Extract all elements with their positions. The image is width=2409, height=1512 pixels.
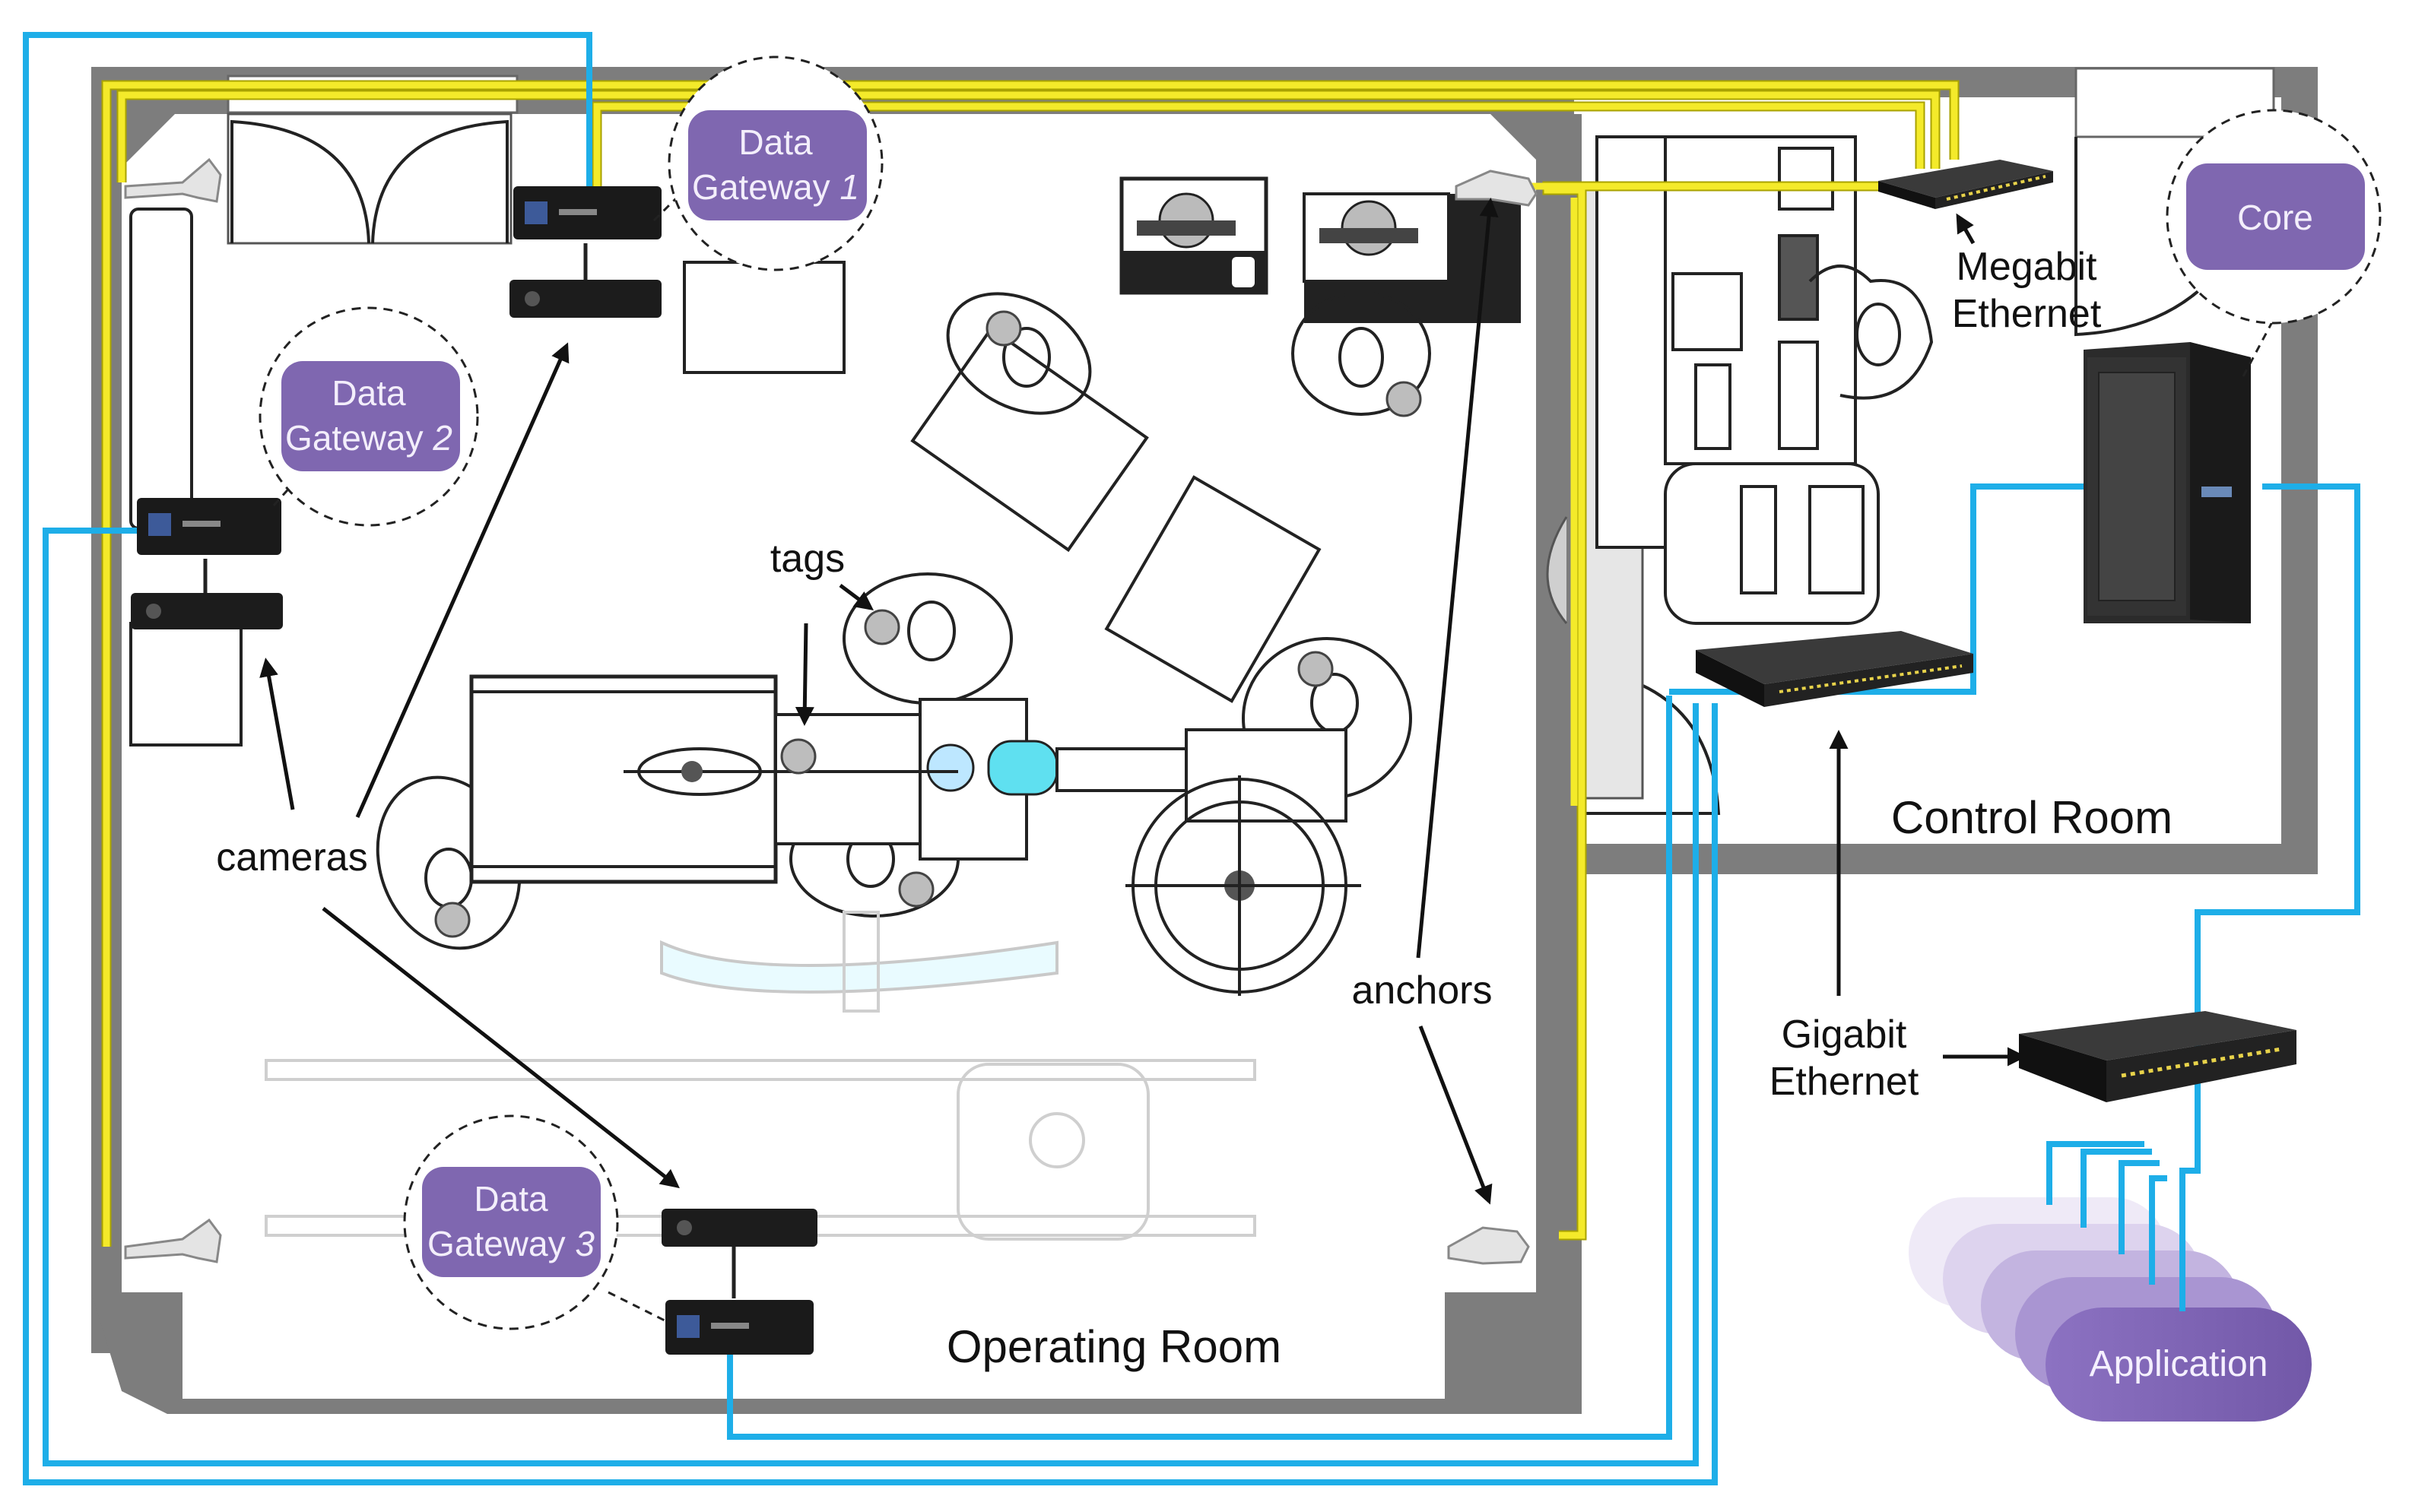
arrow-cameras-1 — [259, 658, 295, 810]
label-megabit-1: Megabit — [1957, 245, 2098, 289]
anchor-top-right — [1455, 170, 1538, 207]
doors — [227, 113, 2275, 815]
gateway-3-callout: Data Gateway 3 — [403, 1114, 670, 1330]
monitor-g — [1808, 485, 1865, 594]
gateway-2-callout: Data Gateway 2 — [259, 306, 479, 527]
label-gigabit-2: Ethernet — [1769, 1060, 1919, 1104]
door-top-swing-left — [230, 119, 370, 244]
gateway-1-line2: Gateway 1 — [692, 167, 859, 207]
app-fan-lines — [2046, 1141, 2185, 1311]
label-anchors: anchors — [1352, 968, 1493, 1013]
monitor-e — [1778, 341, 1819, 450]
switch-gigabit-app — [2019, 1011, 2296, 1102]
side-table-top — [683, 261, 846, 374]
annotation-arrows — [259, 198, 2027, 1205]
tag-5 — [1297, 651, 1334, 687]
gigabit-cables — [23, 32, 2360, 1485]
label-operating-room: Operating Room — [947, 1321, 1281, 1372]
anchors — [124, 157, 1538, 1265]
monitor-a — [1778, 147, 1834, 211]
monitor-f — [1740, 485, 1777, 594]
core-callout: Core — [2166, 109, 2382, 377]
anesthesia-machine-1 — [1119, 176, 1268, 295]
tray-table-2 — [1104, 475, 1322, 703]
anchor-bottom-left — [124, 1218, 222, 1263]
gateway-pc-3 — [665, 1300, 814, 1355]
gateway-3-line2: Gateway 3 — [427, 1224, 595, 1263]
label-gigabit-1: Gigabit — [1782, 1013, 1907, 1057]
arrow-tags-1 — [795, 623, 814, 726]
camera-2 — [131, 559, 283, 629]
anesthesiologist — [1291, 291, 1431, 416]
arrow-anchors-2 — [1418, 1025, 1493, 1205]
labels: tags cameras anchors Megabit Ethernet Gi… — [216, 245, 2173, 1372]
wall-or-right — [1536, 114, 1582, 867]
tag-2 — [1385, 381, 1422, 417]
application-stack: Application — [1909, 1141, 2312, 1422]
control-pillar — [1546, 516, 1568, 624]
anchor-bottom-right — [1447, 1226, 1530, 1265]
wall-corner-tr — [1490, 114, 1536, 160]
wall-corner-bl — [122, 1292, 182, 1399]
monitor-b — [1778, 234, 1819, 321]
core-server — [2084, 342, 2251, 623]
arrow-megabit — [1956, 213, 1976, 245]
staff-top-left — [946, 292, 1092, 415]
operating-table — [469, 674, 1028, 884]
gateway-pc-2 — [137, 498, 281, 555]
door-top-left-panel — [227, 113, 513, 245]
camera-1 — [509, 243, 662, 318]
label-cameras: cameras — [216, 835, 367, 880]
tag-7 — [434, 902, 471, 938]
tag-1 — [986, 310, 1022, 347]
tags — [434, 310, 1422, 938]
arrow-cameras-2 — [355, 342, 570, 819]
tag-3 — [864, 609, 900, 645]
left-cart — [129, 622, 243, 746]
anchor-top-left — [124, 157, 222, 203]
camera-3 — [662, 1209, 817, 1298]
wall-corner-tl — [122, 114, 175, 167]
c-arm — [987, 728, 1361, 996]
core-label: Core — [2237, 198, 2313, 237]
gateway-3-line1: Data — [474, 1179, 548, 1219]
wall-control-bottom — [1582, 844, 2318, 874]
tray-table — [910, 326, 1149, 553]
monitor-d — [1694, 363, 1731, 450]
left-cabinet — [129, 208, 193, 530]
control-room-equipment — [1546, 135, 1934, 800]
gateway-2-line2: Gateway 2 — [285, 418, 452, 458]
megabit-cables — [101, 80, 1960, 1247]
label-megabit-2: Ethernet — [1952, 292, 2102, 336]
monitor-c — [1671, 272, 1743, 351]
anesthesia-machine-2 — [1303, 192, 1521, 323]
label-control-room: Control Room — [1891, 792, 2173, 843]
arrow-anchors-1 — [1416, 198, 1499, 959]
application-bubble — [2046, 1308, 2312, 1422]
gateway-2-line1: Data — [332, 373, 406, 413]
gateway-1-callout: Data Gateway 1 — [652, 55, 884, 271]
application-label: Application — [2090, 1344, 2268, 1384]
tag-4 — [780, 738, 817, 775]
door-top-swing-right — [371, 119, 509, 244]
gateway-pc-1 — [513, 186, 662, 239]
gateway-1-line1: Data — [738, 122, 813, 162]
switch-gigabit-control — [1696, 631, 1973, 707]
arrow-cameras-3 — [322, 907, 680, 1189]
operating-room-furniture — [129, 176, 1521, 1241]
tag-6 — [898, 871, 935, 908]
label-tags: tags — [770, 537, 845, 581]
wall-bottom-left — [91, 851, 1582, 1414]
control-operator — [1808, 265, 1934, 400]
switch-megabit — [1878, 160, 2053, 209]
arrow-tags-2 — [839, 584, 874, 610]
